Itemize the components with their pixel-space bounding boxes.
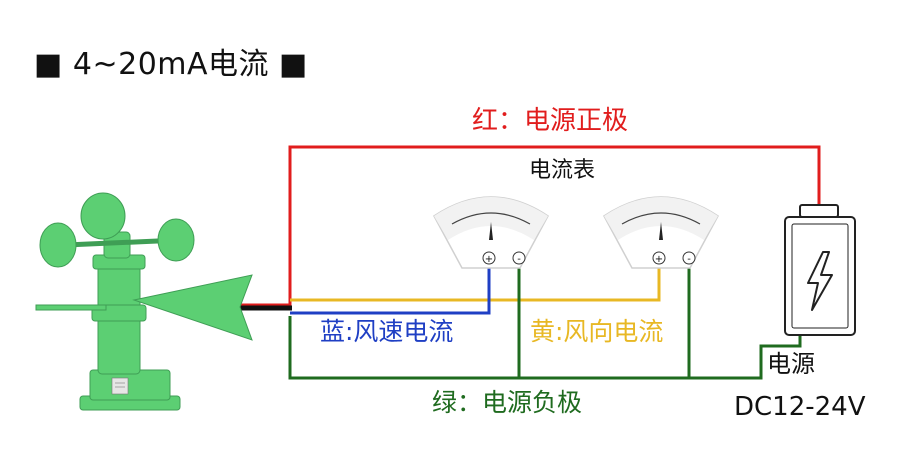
green-wire (288, 316, 802, 380)
ammeter-2-plus-terminal (652, 251, 666, 265)
ammeter-2: + - (603, 196, 719, 269)
blue-wire-label: 蓝:风速电流 (320, 317, 454, 346)
yellow-wire (290, 258, 661, 302)
ammeter-1-minus-sign: - (517, 254, 521, 265)
ammeter-2-plus-sign: + (655, 254, 663, 265)
ammeter-1-plus-sign: + (485, 254, 493, 265)
blue-wire (290, 258, 491, 315)
ammeter-1-plus-terminal (482, 251, 496, 265)
ammeter-title: 电流表 (529, 158, 596, 183)
wind-sensor-device (35, 192, 253, 411)
ammeter-1: + - (433, 196, 549, 269)
ammeter-2-minus-terminal (682, 251, 696, 265)
green-wire-label: 绿：电源负极 (432, 388, 583, 417)
ammeter-2-minus-sign: - (687, 254, 691, 265)
page-title: ■ 4~20mA电流 ■ (34, 47, 308, 82)
power-supply-voltage: DC12-24V (734, 392, 866, 422)
red-wire (240, 145, 821, 307)
yellow-wire-label: 黄:风向电流 (530, 317, 664, 346)
ammeter-1-minus-terminal (512, 251, 526, 265)
power-supply-label: 电源 (767, 350, 815, 378)
battery-icon (784, 204, 856, 336)
red-wire-label: 红：电源正极 (472, 106, 629, 136)
